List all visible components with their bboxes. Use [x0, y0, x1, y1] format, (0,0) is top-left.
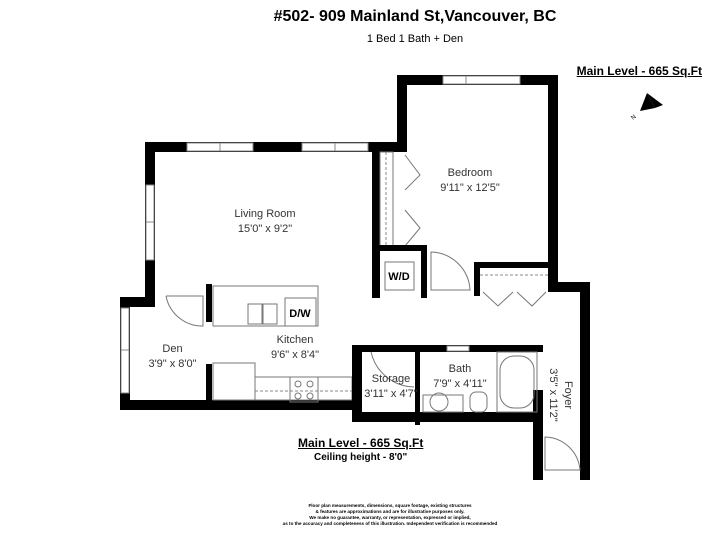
room-storage: Storage 3'11" x 4'7" [358, 372, 424, 402]
room-kitchen: Kitchen 9'6" x 8'4" [250, 333, 340, 363]
toilet [469, 391, 488, 413]
washer-dryer [384, 261, 415, 291]
wall [120, 297, 155, 307]
wall [372, 245, 427, 251]
entry-door [544, 436, 581, 471]
room-bedroom: Bedroom 9'11" x 12'5" [420, 166, 520, 196]
vanity [422, 394, 464, 413]
dishwasher-label: D/W [289, 308, 311, 320]
page-subtitle: 1 Bed 1 Bath + Den [366, 33, 464, 45]
wall [120, 400, 362, 410]
wall [548, 282, 590, 292]
wall [421, 245, 427, 298]
wall [352, 412, 543, 422]
stove [289, 376, 319, 403]
room-name: Kitchen [276, 334, 314, 346]
level-area-label: Main Level - 665 Sq.Ft [576, 64, 702, 78]
page-title: #502- 909 Mainland St,Vancouver, BC [273, 8, 557, 25]
bedroom-door [430, 251, 471, 291]
room-size: 9'6" x 8'4" [270, 349, 320, 361]
disclaimer: Floor plan measurements, dimensions, squ… [240, 503, 540, 527]
window [442, 75, 521, 85]
disclaimer-line: Floor plan measurements, dimensions, squ… [308, 503, 472, 508]
room-name: Storage [371, 373, 411, 385]
storage-door [370, 351, 415, 388]
room-size: 3'11" x 4'7" [364, 388, 418, 400]
sink [247, 303, 263, 325]
room-name: Bath [448, 363, 472, 375]
disclaimer-line: as to the accuracy and completeness of t… [282, 521, 498, 526]
svg-text:N: N [630, 114, 637, 121]
wall [352, 345, 362, 420]
wall [206, 364, 212, 408]
disclaimer-line: & features are approximations and are fo… [315, 509, 465, 514]
wall [206, 284, 212, 322]
room-size: 3'5" x 11'2" [547, 368, 559, 422]
wall [474, 262, 550, 268]
room-size: 15'0" x 9'2" [237, 223, 293, 235]
room-name: Bedroom [447, 167, 493, 179]
den-door [165, 295, 204, 327]
fridge [212, 362, 256, 401]
room-size: 7'9" x 4'11" [433, 378, 487, 390]
north-arrow-icon: N [630, 93, 663, 122]
dishwasher [284, 297, 317, 327]
kitchen-island [212, 285, 319, 327]
room-bath: Bath 7'9" x 4'11" [420, 362, 500, 392]
room-name: Den [162, 343, 183, 355]
wall [474, 262, 480, 296]
room-size: 3'9" x 8'0" [148, 358, 197, 370]
wall [372, 142, 380, 298]
wall [533, 390, 543, 480]
disclaimer-line: We make no guarantee, warranty, or repre… [309, 515, 471, 520]
room-den: Den 3'9" x 8'0" [135, 342, 210, 372]
room-name: Living Room [234, 208, 296, 220]
room-name: Foyer [562, 380, 574, 410]
wall [580, 282, 590, 480]
bathtub [496, 351, 538, 413]
room-living: Living Room 15'0" x 9'2" [210, 207, 320, 237]
counter [254, 376, 353, 401]
wall [145, 142, 405, 152]
ceiling-height: Ceiling height - 8'0" [314, 452, 408, 463]
wall [548, 75, 558, 292]
level-area-label: Main Level - 665 Sq.Ft [298, 436, 424, 450]
wall [415, 345, 420, 425]
wall [533, 472, 543, 480]
wall [397, 75, 407, 152]
room-size: 9'11" x 12'5" [440, 182, 500, 194]
washer-dryer-label: W/D [388, 271, 409, 283]
